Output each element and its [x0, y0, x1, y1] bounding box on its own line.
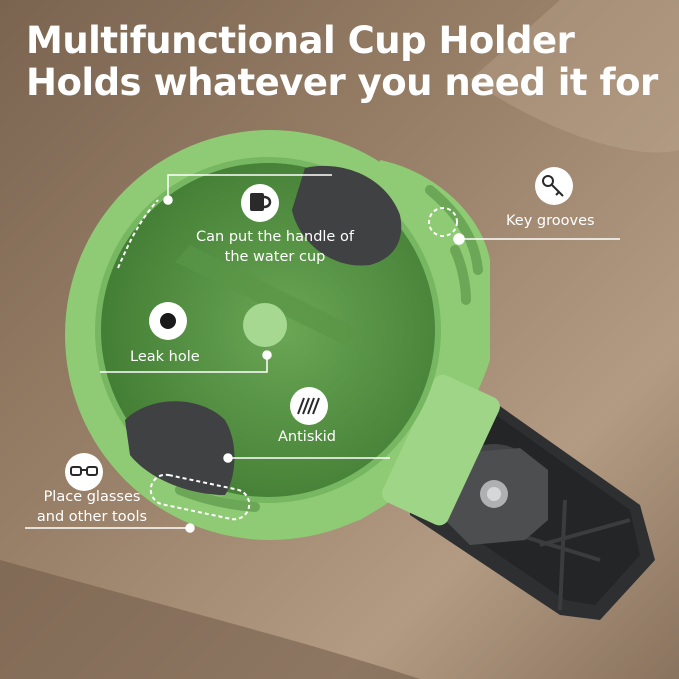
- glasses-slot-dashed-outline: [149, 473, 251, 521]
- hole-icon: [149, 302, 187, 340]
- antiskid-pad-top: [292, 165, 402, 266]
- glasses-callout-text: Place glasses and other tools: [18, 488, 166, 527]
- handle-callout-text: Can put the handle of the water cup: [180, 228, 370, 267]
- glasses-icon: [65, 453, 103, 491]
- mug-icon: [241, 184, 279, 222]
- antiskid-label: Antiskid: [278, 429, 337, 445]
- antiskid-lines-icon: [290, 387, 328, 425]
- key-grooves-label: Key grooves: [506, 213, 595, 229]
- key-groove-dashed-circle: [428, 207, 458, 237]
- holder-ring: [65, 130, 500, 540]
- headline-line-1: Multifunctional Cup Holder: [26, 19, 575, 62]
- handle-callout-line-1: Can put the handle of: [196, 229, 354, 245]
- glasses-callout-line-1: Place glasses: [43, 489, 141, 505]
- leak-hole-label: Leak hole: [130, 349, 200, 365]
- key-icon: [535, 167, 573, 205]
- leader-lines: [25, 174, 620, 533]
- headline-line-2: Holds whatever you need it for: [26, 61, 658, 104]
- handle-slot-dashed-arc: [117, 199, 159, 269]
- handle-callout-line-2: the water cup: [224, 248, 326, 265]
- glasses-callout-line-2: and other tools: [36, 508, 148, 525]
- antiskid-pad-bottom: [125, 401, 235, 495]
- mount-knob: [445, 444, 548, 545]
